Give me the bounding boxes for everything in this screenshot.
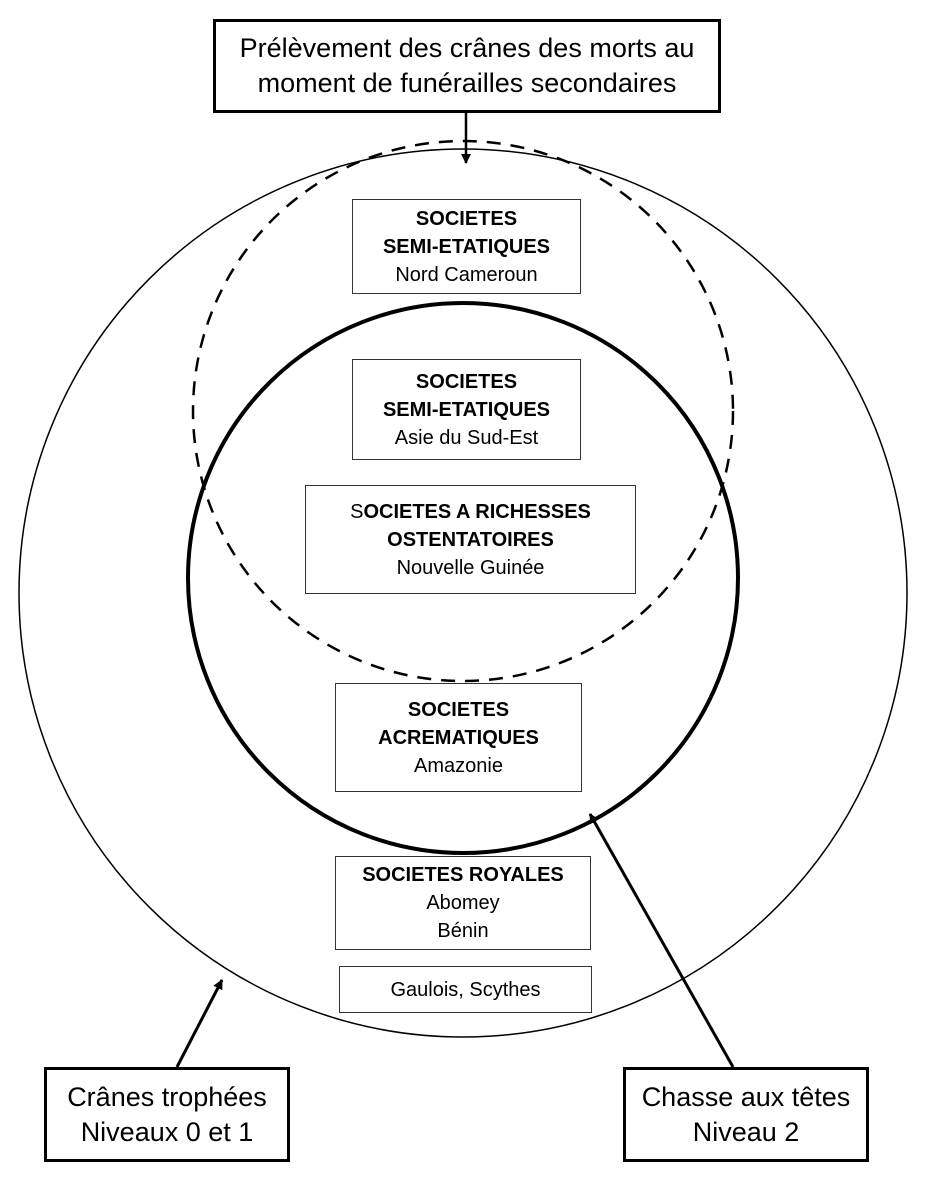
box-nord-cameroun: SOCIETES SEMI-ETATIQUES Nord Cameroun — [352, 199, 581, 294]
box-royales-line2: Abomey — [426, 892, 500, 914]
box-chasse-aux-tetes: Chasse aux têtes Niveau 2 — [623, 1067, 869, 1162]
box-asie-region: Asie du Sud-Est — [394, 426, 539, 449]
box-chasse-aux-tetes-line2: Niveau 2 — [692, 1116, 800, 1147]
top-box: Prélèvement des crânes des morts au mome… — [213, 19, 721, 113]
box-cranes-trophees-line2: Niveaux 0 et 1 — [80, 1116, 254, 1147]
box-nouvelle-guinee: SOCIETES A RICHESSES OSTENTATOIRES Nouve… — [305, 485, 636, 594]
box-cranes-trophees-line1: Crânes trophées — [67, 1081, 267, 1112]
top-box-line2: moment de funérailles secondaires — [257, 68, 677, 98]
top-box-line1: Prélèvement des crânes des morts au — [239, 33, 695, 64]
box-asie-sud-est: SOCIETES SEMI-ETATIQUES Asie du Sud-Est — [352, 359, 581, 460]
box-nouvelle-guinee-title1: SOCIETES A RICHESSES — [350, 498, 591, 526]
box-amazonie-title2: ACREMATIQUES — [378, 726, 539, 749]
box-nouvelle-guinee-region: Nouvelle Guinée — [396, 556, 545, 579]
box-amazonie-title1: SOCIETES — [407, 698, 510, 721]
box-royales-line3: Bénin — [437, 920, 489, 942]
dashed-circle — [191, 139, 735, 683]
box-amazonie: SOCIETES ACREMATIQUES Amazonie — [335, 683, 582, 792]
box-gaulois-label: Gaulois, Scythes — [390, 978, 541, 1001]
box-nord-cameroun-title2: SEMI-ETATIQUES — [382, 235, 551, 258]
box-nouvelle-guinee-title1-rest: OCIETES A RICHESSES — [363, 500, 591, 523]
box-nord-cameroun-title1: SOCIETES — [415, 207, 518, 230]
box-amazonie-region: Amazonie — [414, 754, 503, 777]
arrow-bottom-left — [175, 979, 224, 1068]
box-asie-title1: SOCIETES — [415, 370, 518, 393]
inner-circle — [186, 301, 740, 855]
box-nouvelle-guinee-title2: OSTENTATOIRES — [387, 528, 554, 551]
box-cranes-trophees: Crânes trophées Niveaux 0 et 1 — [44, 1067, 290, 1162]
box-chasse-aux-tetes-line1: Chasse aux têtes — [641, 1081, 851, 1112]
arrow-bottom-right — [588, 813, 735, 1068]
box-nord-cameroun-region: Nord Cameroun — [395, 263, 538, 286]
box-gaulois-scythes: Gaulois, Scythes — [339, 966, 592, 1013]
outer-circle — [18, 148, 908, 1038]
box-societes-royales: SOCIETES ROYALES Abomey Bénin — [335, 856, 591, 950]
box-nouvelle-guinee-title1-first: S — [350, 500, 364, 523]
box-asie-title2: SEMI-ETATIQUES — [382, 398, 551, 421]
box-royales-title: SOCIETES ROYALES — [362, 864, 564, 886]
